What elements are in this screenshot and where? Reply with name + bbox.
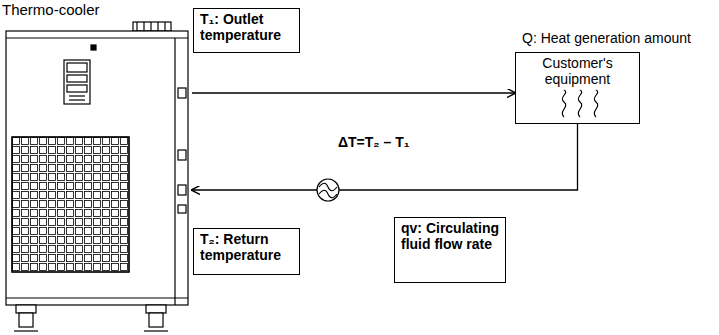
fluid-line	[192, 124, 578, 190]
heat-amount-label: Q: Heat generation amount	[520, 30, 693, 46]
flow-meter-symbol	[317, 179, 339, 201]
heat-wave	[578, 90, 581, 117]
return-temperature-box: T₂: Return temperature	[193, 228, 300, 275]
outlet-temperature-box: T₁: Outlet temperature	[193, 8, 300, 53]
equipment-box: Customer's equipment	[515, 52, 640, 124]
heat-waves	[556, 89, 616, 119]
node-text: T₁: Outlet temperature	[200, 12, 293, 43]
fluid-line	[192, 92, 515, 93]
node-text: Thermo-cooler	[2, 2, 100, 19]
delta-t-label: ΔT=T₂ – T₁	[336, 134, 411, 150]
node-text: qv: Circulating fluid flow rate	[401, 221, 499, 252]
thermo-cooler-unit: Thermo-cooler	[0, 0, 192, 335]
heat-wave	[562, 90, 565, 117]
node-text: Customer's equipment	[522, 56, 633, 87]
heat-wave	[594, 90, 597, 117]
flow-rate-box: qv: Circulating fluid flow rate	[394, 217, 506, 283]
unit-drawing	[6, 22, 188, 331]
node-text: T₂: Return temperature	[200, 232, 293, 263]
